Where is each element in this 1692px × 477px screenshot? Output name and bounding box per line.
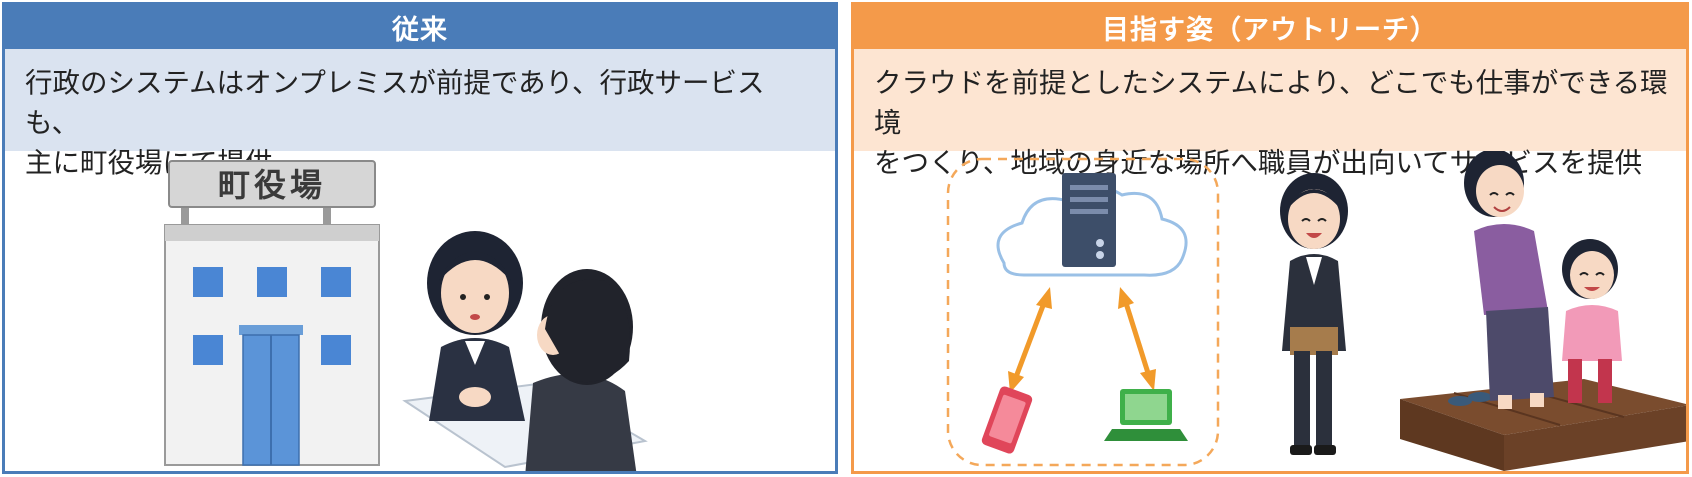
town-hall-sign-text: 町役場 bbox=[218, 166, 326, 204]
target-panel: 目指す姿（アウトリーチ） クラウドを前提としたシステムにより、どこでも仕事ができ… bbox=[851, 2, 1689, 474]
current-panel: 従来 行政のシステムはオンプレミスが前提であり、行政サービスも、 主に町役場にて… bbox=[2, 2, 838, 474]
staff-person-icon bbox=[1280, 173, 1348, 455]
server-icon bbox=[1062, 173, 1116, 267]
target-header: 目指す姿（アウトリーチ） bbox=[854, 5, 1686, 49]
town-hall-sign: 町役場 bbox=[168, 160, 376, 239]
staff-person-icon bbox=[427, 231, 525, 421]
sync-arrow-icon bbox=[1118, 287, 1156, 391]
town-hall-building-icon bbox=[164, 224, 380, 466]
current-illustration: 町役場 bbox=[164, 160, 648, 471]
target-description: クラウドを前提としたシステムにより、どこでも仕事ができる環境 をつくり、地域の身… bbox=[854, 49, 1686, 179]
target-illustration bbox=[946, 151, 1686, 471]
child-person-icon bbox=[1562, 239, 1622, 403]
cloud-system-boundary bbox=[946, 157, 1220, 467]
current-description: 行政のシステムはオンプレミスが前提であり、行政サービスも、 主に町役場にて提供 bbox=[5, 49, 835, 179]
target-description-line-1: クラウドを前提としたシステムにより、どこでも仕事ができる環境 bbox=[874, 67, 1668, 139]
sync-arrow-icon bbox=[1008, 287, 1052, 393]
smartphone-icon bbox=[981, 386, 1033, 454]
resident-person-icon bbox=[1464, 151, 1554, 409]
current-description-line-1: 行政のシステムはオンプレミスが前提であり、行政サービスも、 bbox=[25, 67, 765, 139]
laptop-icon bbox=[1104, 389, 1188, 441]
resident-person-icon bbox=[525, 269, 637, 471]
current-header: 従来 bbox=[5, 5, 835, 49]
